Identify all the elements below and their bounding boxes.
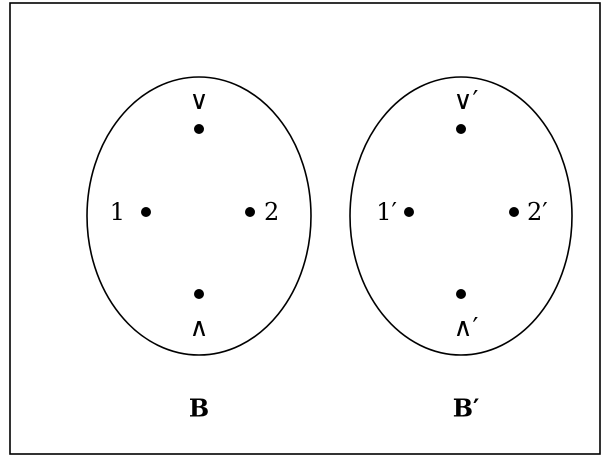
set-b-prime-left-label: 1′ — [376, 198, 397, 226]
set-b-prime-meet-point — [456, 289, 466, 299]
set-b-prime: ∨′ 1′ 2′ ∧′ B′ — [349, 76, 573, 423]
set-b-prime-join-label: ∨′ — [454, 86, 479, 116]
set-b-prime-right-label: 2′ — [527, 198, 548, 226]
set-b-right-label: 2 — [264, 198, 279, 226]
set-b-prime-join-point — [456, 124, 466, 134]
set-b-prime-name: B′ — [453, 394, 480, 423]
set-b-join-label: ∨ — [189, 86, 208, 116]
set-b-prime-meet-label: ∧′ — [454, 313, 479, 343]
set-b-left-label: 1 — [110, 198, 125, 226]
set-b-outline — [86, 76, 312, 356]
set-b-left-point — [141, 207, 151, 217]
set-b-meet-label: ∧ — [189, 313, 208, 343]
set-b-right-point — [245, 207, 255, 217]
set-b-name: B — [189, 394, 209, 423]
diagram-frame — [9, 2, 601, 455]
set-b-meet-point — [194, 289, 204, 299]
set-b-prime-outline — [349, 76, 573, 356]
set-b-prime-left-point — [404, 207, 414, 217]
set-b-prime-right-point — [509, 207, 519, 217]
set-b-join-point — [194, 124, 204, 134]
set-b: ∨ 1 2 ∧ B — [86, 76, 312, 423]
